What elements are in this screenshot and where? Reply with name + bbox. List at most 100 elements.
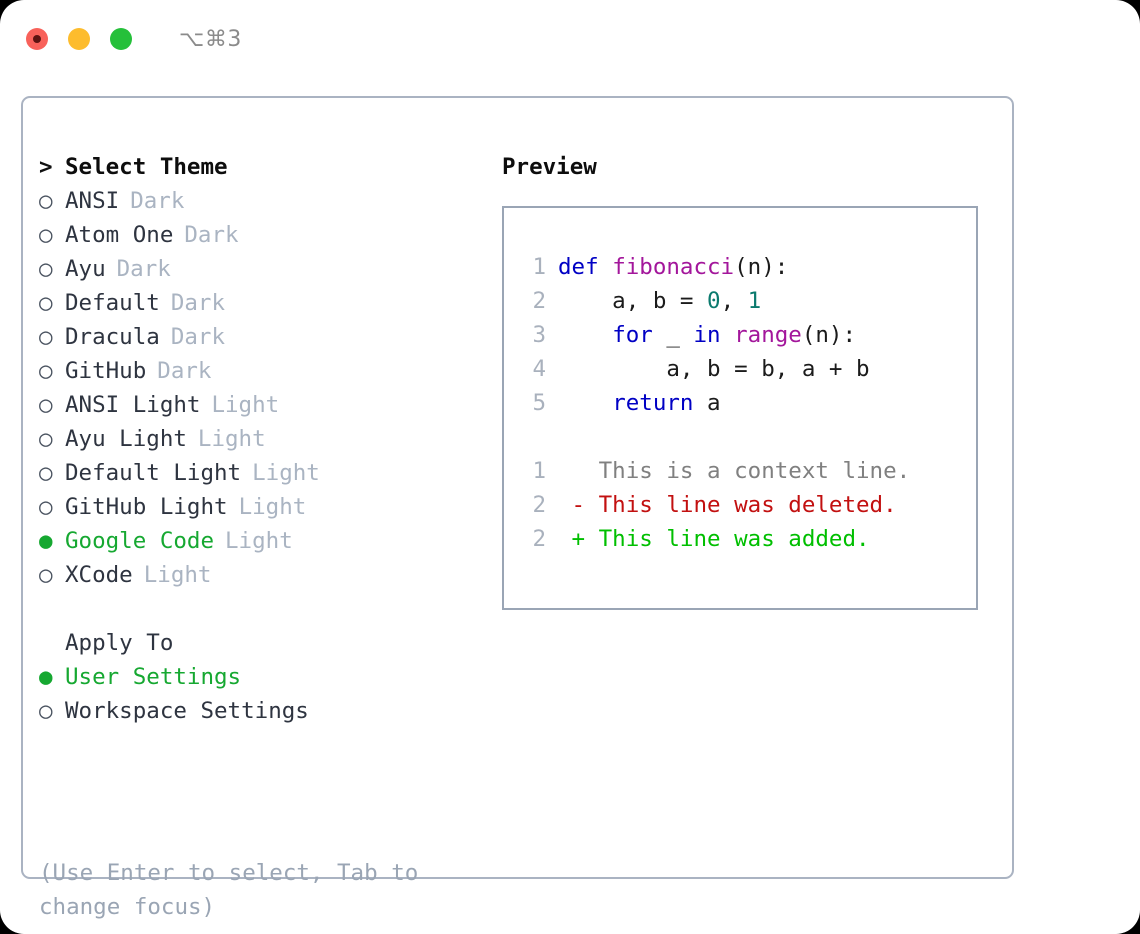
radio-unselected-icon: ○	[39, 290, 53, 316]
radio-unselected-icon: ○	[39, 426, 53, 452]
radio-unselected-icon: ○	[39, 698, 53, 724]
radio-unselected-icon: ○	[39, 460, 53, 486]
radio-selected-icon: ●	[39, 664, 53, 690]
theme-option-label: ANSI	[65, 188, 120, 214]
code-token: return	[612, 390, 694, 416]
theme-option-ayu-light[interactable]: ○ Ayu Light Light	[39, 422, 479, 456]
line-number: 1	[532, 458, 546, 484]
theme-option-label: Ayu	[65, 256, 106, 282]
group-spacer	[39, 592, 479, 626]
theme-variant-tag: Light	[252, 460, 320, 486]
keyboard-hint-text: (Use Enter to select, Tab to change focu…	[39, 860, 419, 920]
theme-option-google-code[interactable]: ● Google Code Light	[39, 524, 479, 558]
theme-variant-tag: Dark	[116, 256, 171, 282]
theme-variant-tag: Dark	[170, 324, 226, 350]
line-number: 3	[532, 322, 546, 348]
line-number: 2	[532, 492, 546, 518]
code-token: in	[693, 322, 721, 348]
minimize-button[interactable]	[68, 28, 90, 50]
theme-variant-tag: Dark	[184, 222, 239, 248]
theme-option-github[interactable]: ○ GitHub Dark	[39, 354, 479, 388]
caret-icon: >	[39, 154, 53, 180]
code-line: 3 for _ in range(n):	[524, 318, 976, 352]
code-line: 4 a, b = b, a + b	[524, 352, 976, 386]
theme-option-dracula[interactable]: ○ Dracula Dark	[39, 320, 479, 354]
apply-to-header: Apply To	[39, 626, 479, 660]
title-bar: ⌥⌘3	[0, 0, 1140, 78]
diff-text: - This line was deleted.	[558, 492, 897, 518]
radio-selected-icon: ●	[39, 528, 53, 554]
preview-separator	[524, 420, 976, 454]
close-icon	[33, 35, 41, 43]
theme-variant-tag: Light	[225, 528, 293, 554]
code-token: 1	[747, 288, 762, 314]
line-number: 4	[532, 356, 546, 382]
theme-option-label: Ayu Light	[65, 426, 187, 452]
code-token: def	[558, 254, 599, 280]
code-token: 0	[707, 288, 721, 314]
maximize-button[interactable]	[110, 28, 132, 50]
theme-option-label: ANSI Light	[65, 392, 201, 418]
theme-variant-tag: Dark	[130, 188, 185, 214]
radio-unselected-icon: ○	[39, 494, 53, 520]
theme-option-default-light[interactable]: ○ Default Light Light	[39, 456, 479, 490]
apply-to-group: Apply To ●User Settings○Workspace Setting…	[39, 592, 479, 728]
theme-picker-header: > Select Theme	[39, 150, 479, 184]
theme-option-label: GitHub Light	[65, 494, 228, 520]
theme-option-label: Default Light	[65, 460, 242, 486]
code-token: for	[612, 322, 653, 348]
theme-picker-header-label: Select Theme	[65, 154, 228, 180]
diff-line: 2 - This line was deleted.	[524, 488, 976, 522]
preview-title: Preview	[502, 154, 597, 180]
code-token: _	[652, 322, 694, 348]
radio-unselected-icon: ○	[39, 392, 53, 418]
apply-to-option-user-settings[interactable]: ●User Settings	[39, 660, 479, 694]
diff-sample: 1 This is a context line.2 - This line w…	[524, 454, 976, 556]
theme-option-label: GitHub	[65, 358, 147, 384]
theme-option-label: XCode	[65, 562, 133, 588]
theme-variant-tag: Light	[197, 426, 266, 452]
traffic-light-group	[26, 28, 132, 50]
theme-option-label: Default	[65, 290, 160, 316]
code-token	[558, 322, 612, 348]
code-token	[721, 322, 735, 348]
code-token	[599, 254, 613, 280]
code-token: range	[734, 322, 802, 348]
radio-unselected-icon: ○	[39, 222, 53, 248]
theme-option-label: Google Code	[65, 528, 215, 554]
line-number: 5	[532, 390, 546, 416]
theme-variant-tag: Light	[143, 562, 212, 588]
theme-option-github-light[interactable]: ○ GitHub Light Light	[39, 490, 479, 524]
theme-variant-tag: Light	[238, 494, 307, 520]
theme-option-atom-one[interactable]: ○ Atom One Dark	[39, 218, 479, 252]
theme-option-label: Atom One	[65, 222, 174, 248]
radio-unselected-icon: ○	[39, 358, 53, 384]
code-token	[558, 390, 612, 416]
diff-text: This is a context line.	[558, 458, 911, 484]
code-line: 2 a, b = 0, 1	[524, 284, 976, 318]
code-token: fibonacci	[612, 254, 735, 280]
apply-to-header-label: Apply To	[65, 630, 174, 656]
code-token: (n):	[734, 254, 789, 280]
theme-variant-tag: Dark	[157, 358, 212, 384]
code-token: a, b =	[558, 288, 708, 314]
diff-line: 1 This is a context line.	[524, 454, 976, 488]
close-button[interactable]	[26, 28, 48, 50]
radio-unselected-icon: ○	[39, 256, 53, 282]
radio-unselected-icon: ○	[39, 324, 53, 350]
radio-unselected-icon: ○	[39, 188, 53, 214]
apply-to-option-workspace-settings[interactable]: ○Workspace Settings	[39, 694, 479, 728]
theme-option-label: Dracula	[65, 324, 160, 350]
line-number: 2	[532, 526, 546, 552]
line-number: 2	[532, 288, 546, 314]
theme-option-ansi[interactable]: ○ ANSI Dark	[39, 184, 479, 218]
theme-option-ayu[interactable]: ○ Ayu Dark	[39, 252, 479, 286]
